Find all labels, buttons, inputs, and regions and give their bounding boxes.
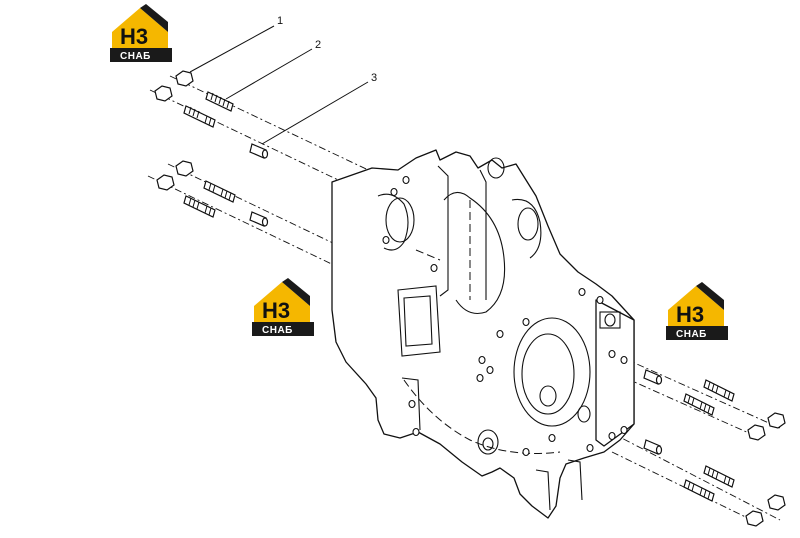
stud-right-upper-back <box>703 379 735 402</box>
logo-top-text: H3 <box>676 302 704 327</box>
logo-top-text: H3 <box>262 298 290 323</box>
housing-top-rib-2 <box>479 169 487 300</box>
brand-logo-top-left: H3 СНАБ <box>110 4 172 62</box>
stud-lower-front <box>183 195 216 218</box>
flange-port <box>599 311 621 329</box>
flange-port-hole <box>604 313 616 327</box>
nut-lower-back <box>175 160 194 177</box>
callout-3-label: 3 <box>371 72 377 84</box>
housing-bolt-holes <box>382 175 628 457</box>
logo-bottom-text: СНАБ <box>676 329 707 340</box>
stud-lower-back <box>203 180 236 203</box>
housing-gear-cavity <box>443 191 506 315</box>
stud-right-upper-front <box>683 393 715 416</box>
housing-large-bore <box>513 317 591 427</box>
dowel-sleeve-upper <box>249 143 269 159</box>
housing-bore-left <box>385 197 415 243</box>
housing-right-bore <box>517 207 539 241</box>
housing-bore-hub <box>539 385 557 407</box>
nut-upper-back <box>175 70 194 87</box>
left-fastener-set-upper <box>154 70 269 159</box>
nut-lower-front <box>156 174 175 191</box>
housing-hidden-rib <box>415 200 471 300</box>
logo-roof-shape <box>140 4 168 32</box>
dowel-sleeve-right-upper <box>643 369 663 385</box>
housing-bore-hub-2 <box>577 405 591 423</box>
stud-right-lower-front <box>683 479 715 502</box>
housing-window-left <box>397 285 441 357</box>
housing-lower-bore-inner <box>482 437 494 451</box>
logo-bottom-text: СНАБ <box>120 51 151 62</box>
stud-right-lower-back <box>703 465 735 488</box>
right-fastener-set-lower <box>643 439 786 527</box>
logo-roof-shape <box>282 278 310 306</box>
nut-right-upper-back <box>767 412 786 429</box>
housing-right-boss <box>511 198 542 259</box>
housing-top-rib <box>437 165 449 297</box>
dowel-sleeve-lower <box>249 211 269 227</box>
housing-window-left-inner <box>403 295 433 347</box>
brand-logo-center: H3 СНАБ <box>252 278 314 336</box>
housing-lower-bore <box>477 429 499 455</box>
left-fastener-set-lower <box>156 160 269 227</box>
housing-large-bore-inner <box>521 333 575 415</box>
logo-band <box>110 48 172 62</box>
callout-1: 1 <box>189 15 283 73</box>
nut-right-upper-front <box>747 424 766 441</box>
housing-top-bore <box>487 157 505 179</box>
right-fastener-set-upper <box>643 369 786 441</box>
nut-right-lower-front <box>745 510 764 527</box>
callout-2: 2 <box>225 39 321 100</box>
logo-roof-shape <box>696 282 724 310</box>
logo-band <box>666 326 728 340</box>
logo-band <box>252 322 314 336</box>
callout-3: 3 <box>261 72 377 145</box>
nut-upper-front <box>154 85 173 102</box>
housing-outline <box>331 149 635 519</box>
logo-bottom-text: СНАБ <box>262 325 293 336</box>
gear-housing-cover <box>331 149 635 519</box>
stud-upper-front <box>183 105 216 128</box>
callout-2-label: 2 <box>315 39 321 51</box>
housing-right-flange <box>595 299 635 447</box>
stud-upper-back <box>205 91 234 112</box>
housing-bottom-feet <box>401 377 583 511</box>
logo-top-text: H3 <box>120 24 148 49</box>
dowel-sleeve-right-lower <box>643 439 663 455</box>
callout-1-label: 1 <box>277 15 283 27</box>
brand-logo-right: H3 СНАБ <box>666 282 728 340</box>
housing-hidden-contour <box>331 182 561 454</box>
nut-right-lower-back <box>767 494 786 511</box>
